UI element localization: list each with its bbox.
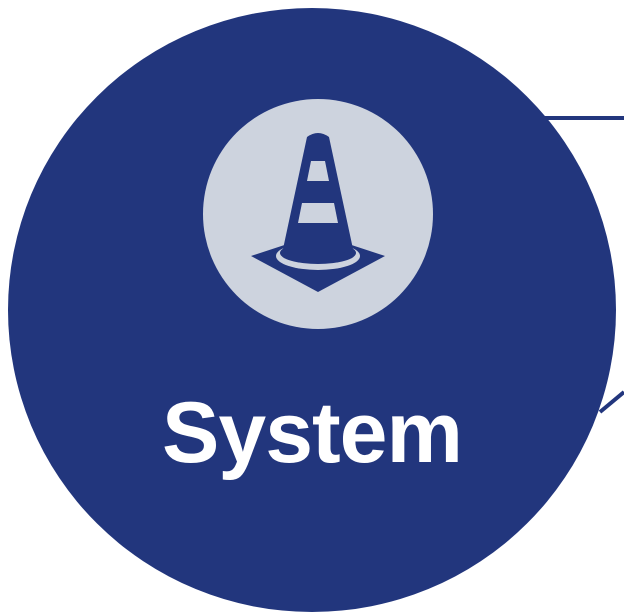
traffic-cone-icon: [251, 133, 385, 292]
icon-badge: [203, 99, 433, 329]
connector-line-lower: [598, 390, 624, 414]
node-label: System: [162, 385, 463, 481]
